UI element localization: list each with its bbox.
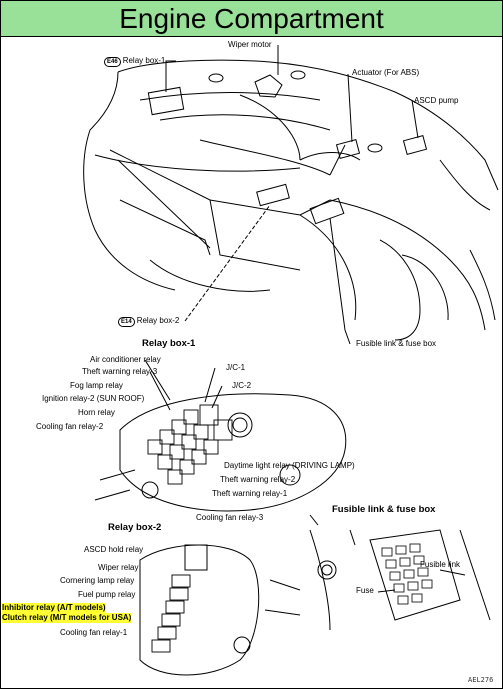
fuse-box-heading: Fusible link & fuse box <box>332 504 436 515</box>
fuse-box-drawing <box>309 514 491 631</box>
actuator-shape <box>335 139 361 159</box>
fog-lamp-relay-label: Fog lamp relay <box>70 381 123 390</box>
fusible-link-label: Fusible link <box>420 560 461 569</box>
ascd-pump-shape <box>402 135 428 155</box>
relay-box-2-drawing <box>139 544 301 676</box>
theft-warning-relay-3-label: Theft warning relay-3 <box>82 367 158 376</box>
relay-box-1-label: Relay box-1 <box>122 56 166 65</box>
theft-warning-relay-2-label: Theft warning relay-2 <box>220 475 296 484</box>
cornering-lamp-relay-label: Cornering lamp relay <box>60 576 135 585</box>
inhibitor-relay-label: Inhibitor relay (A/T models) <box>2 603 106 613</box>
wiper-motor-shape <box>254 74 283 98</box>
page-title: Engine Compartment <box>119 2 384 34</box>
fusible-link-fuse-box-label: Fusible link & fuse box <box>356 339 437 348</box>
wiper-relay-label: Wiper relay <box>98 563 139 572</box>
theft-warning-relay-1-label: Theft warning relay-1 <box>212 489 288 498</box>
relay-box-1-heading: Relay box-1 <box>142 338 196 349</box>
jc-1-label: J/C-1 <box>226 363 246 372</box>
fuel-pump-relay-label: Fuel pump relay <box>78 590 136 599</box>
ascd-pump-label: ASCD pump <box>414 96 459 105</box>
figure-code: AEL276 <box>468 676 494 684</box>
relay-box-1-drawing <box>94 359 347 512</box>
cooling-fan-relay-3-label: Cooling fan relay-3 <box>196 513 264 522</box>
daytime-light-relay-label: Daytime light relay (DRIVING LAMP) <box>224 461 355 470</box>
wiper-motor-label: Wiper motor <box>228 40 272 49</box>
actuator-label: Actuator (For ABS) <box>352 68 420 77</box>
horn-relay-label: Horn relay <box>78 408 115 417</box>
fuse-label: Fuse <box>356 586 374 595</box>
relay-box-2-heading: Relay box-2 <box>108 522 162 533</box>
ascd-hold-relay-label: ASCD hold relay <box>84 545 144 554</box>
car-body-drawing <box>83 59 499 341</box>
ignition-relay-2-label: Ignition relay-2 (SUN ROOF) <box>42 394 145 403</box>
connector-e14-badge: E14 <box>118 317 135 327</box>
clutch-relay-label: Clutch relay (M/T models for USA) <box>2 613 132 623</box>
title-bar: Engine Compartment <box>1 1 502 37</box>
relay-box-1-shape <box>147 86 185 116</box>
cooling-fan-relay-1-label: Cooling fan relay-1 <box>60 628 128 637</box>
cooling-fan-relay-2-label: Cooling fan relay-2 <box>36 422 104 431</box>
jc-2-label: J/C-2 <box>232 381 252 390</box>
relay-box-2-shape <box>256 183 290 207</box>
relay-box-2-label: Relay box-2 <box>136 316 180 325</box>
air-conditioner-relay-label: Air conditioner relay <box>90 355 161 364</box>
connector-e46-badge: E46 <box>104 57 121 67</box>
